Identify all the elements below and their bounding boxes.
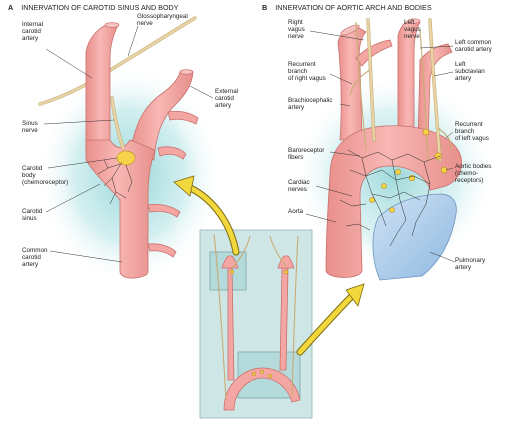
left-vagus-nerve — [428, 18, 442, 162]
aorta — [325, 125, 462, 278]
panel-a-letter: A — [8, 3, 13, 12]
arrow-to-panel-b — [296, 283, 365, 356]
panel-b-letter: B — [262, 3, 267, 12]
mini-right-bifurcation — [221, 255, 239, 269]
right-subclavian-stub — [355, 39, 393, 67]
arrow-to-panel-a — [173, 175, 240, 256]
overview-inset — [199, 229, 313, 419]
panel-a: A INNERVATION OF CAROTID SINUS AND BODY — [8, 3, 238, 285]
sinus-nerve — [110, 96, 125, 150]
mini-bodies — [229, 269, 289, 378]
pulmonary-artery — [372, 193, 457, 281]
panel-a-title: INNERVATION OF CAROTID SINUS AND BODY — [21, 3, 179, 12]
panel-b-title: INNERVATION OF AORTIC ARCH AND BODIES — [275, 3, 432, 12]
common-branch-right — [147, 204, 181, 218]
brachiocephalic-cut — [340, 24, 360, 36]
svg-text:B INNERVATION OF AORTIC: B INNERVATION OF AORTIC ARCH AND BODIES — [262, 3, 432, 12]
common-branch-lower — [147, 243, 177, 258]
panel-b: B INNERVATION OF AORTIC ARCH AND BODIES — [262, 3, 495, 281]
label-aorta: Aorta — [288, 208, 337, 223]
external-carotid-cut — [179, 69, 194, 75]
svg-text:Aortic bodies(chemo-receptors): Aortic bodies(chemo-receptors) — [455, 163, 491, 184]
carotid-sinus-fibers — [97, 159, 133, 205]
svg-text:A INNERVATION OF CAROTID: A INNERVATION OF CAROTID SINUS AND BODY — [8, 3, 179, 12]
left-common-carotid-cut — [407, 18, 421, 24]
internal-carotid-cut — [104, 22, 120, 28]
external-branch-mid — [157, 146, 187, 160]
svg-text:Aorta: Aorta — [288, 208, 304, 215]
right-vagus-nerve — [366, 18, 376, 142]
baroreceptor-fibers — [339, 149, 441, 247]
recurrent-right-branch — [349, 69, 371, 97]
mini-left-bifurcation — [277, 255, 295, 269]
external-branch-upper — [167, 110, 199, 125]
mini-aortic-arch — [223, 367, 301, 411]
recurrent-left-branch — [437, 127, 453, 151]
carotid-body — [116, 150, 136, 166]
glossopharyngeal-nerve — [38, 16, 197, 106]
label-aortic-bodies: Aortic bodies(chemo-receptors) — [445, 163, 491, 184]
left-subclavian-artery — [417, 43, 453, 143]
